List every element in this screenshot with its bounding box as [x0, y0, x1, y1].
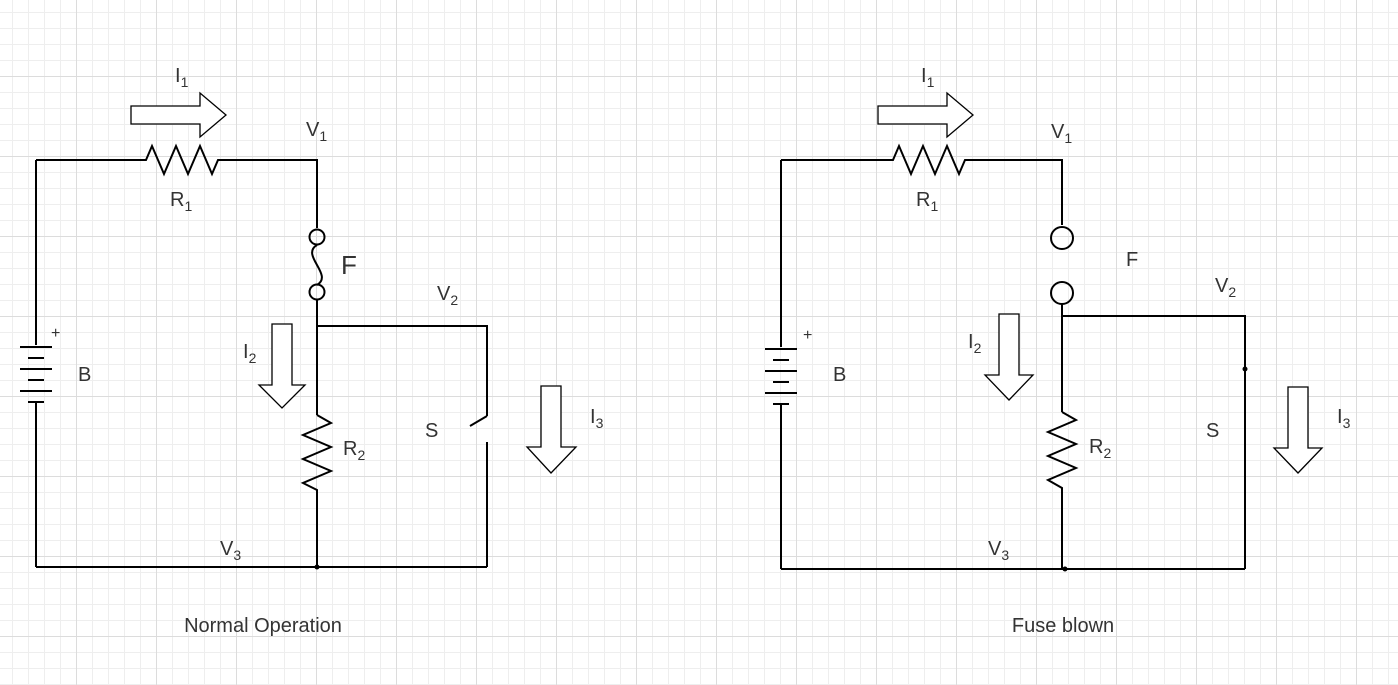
left-battery-label: B: [78, 364, 91, 386]
right-v2-label: V2: [1215, 275, 1236, 300]
left-r2-resistor: [300, 414, 334, 567]
right-i2-arrow: [983, 313, 1035, 401]
right-fuse-label: F: [1126, 249, 1138, 271]
right-r1-label: R1: [916, 189, 938, 214]
left-i1-label: I1: [175, 65, 189, 90]
right-i1-label: I1: [921, 65, 935, 90]
left-i2-arrow: [257, 323, 307, 409]
right-r1-resistor: [781, 143, 1063, 225]
left-battery-plus: +: [51, 325, 60, 342]
left-r2-label: R2: [343, 438, 365, 463]
right-junction-dot: [1062, 566, 1068, 572]
right-v2-wire: [1062, 315, 1246, 569]
right-caption: Fuse blown: [1012, 615, 1114, 637]
right-r2-resistor: [1045, 411, 1079, 569]
right-switch-dot: [1242, 366, 1248, 372]
right-v1-label: V1: [1051, 121, 1072, 146]
left-switch: [469, 415, 488, 567]
left-caption: Normal Operation: [184, 615, 342, 637]
left-i2-label: I2: [243, 341, 257, 366]
right-i2-label: I2: [968, 331, 982, 356]
left-i1-arrow: [130, 91, 228, 139]
right-i1-arrow: [877, 91, 975, 139]
right-switch-label: S: [1206, 420, 1219, 442]
right-battery-label: B: [833, 364, 846, 386]
left-v1-label: V1: [306, 119, 327, 144]
right-i3-label: I3: [1337, 406, 1351, 431]
left-i3-arrow: [525, 385, 578, 474]
left-r1-resistor: [36, 143, 318, 228]
left-fuse: [308, 228, 326, 301]
left-v2-wire: [317, 325, 488, 416]
left-junction-dot: [314, 564, 320, 570]
right-battery: [765, 348, 797, 412]
left-switch-label: S: [425, 420, 438, 442]
left-v2-label: V2: [437, 283, 458, 308]
left-r1-label: R1: [170, 189, 192, 214]
left-v3-label: V3: [220, 538, 241, 563]
left-diagram: I1 V1 R1 F V2 + B I2 R2 S I3 V3 Normal O…: [20, 65, 604, 637]
right-fuse-terminal-bottom: [1050, 281, 1074, 305]
left-fuse-label: F: [341, 250, 357, 280]
right-fuse-terminal-top: [1050, 226, 1074, 250]
right-diagram: I1 V1 R1 F V2 + B I2 R2 S I3 V3 Fuse blo…: [765, 65, 1351, 637]
right-battery-plus: +: [803, 327, 812, 344]
left-i3-label: I3: [590, 406, 604, 431]
left-battery: [20, 346, 52, 412]
right-i3-arrow: [1272, 386, 1324, 474]
right-r2-label: R2: [1089, 436, 1111, 461]
right-v3-label: V3: [988, 538, 1009, 563]
